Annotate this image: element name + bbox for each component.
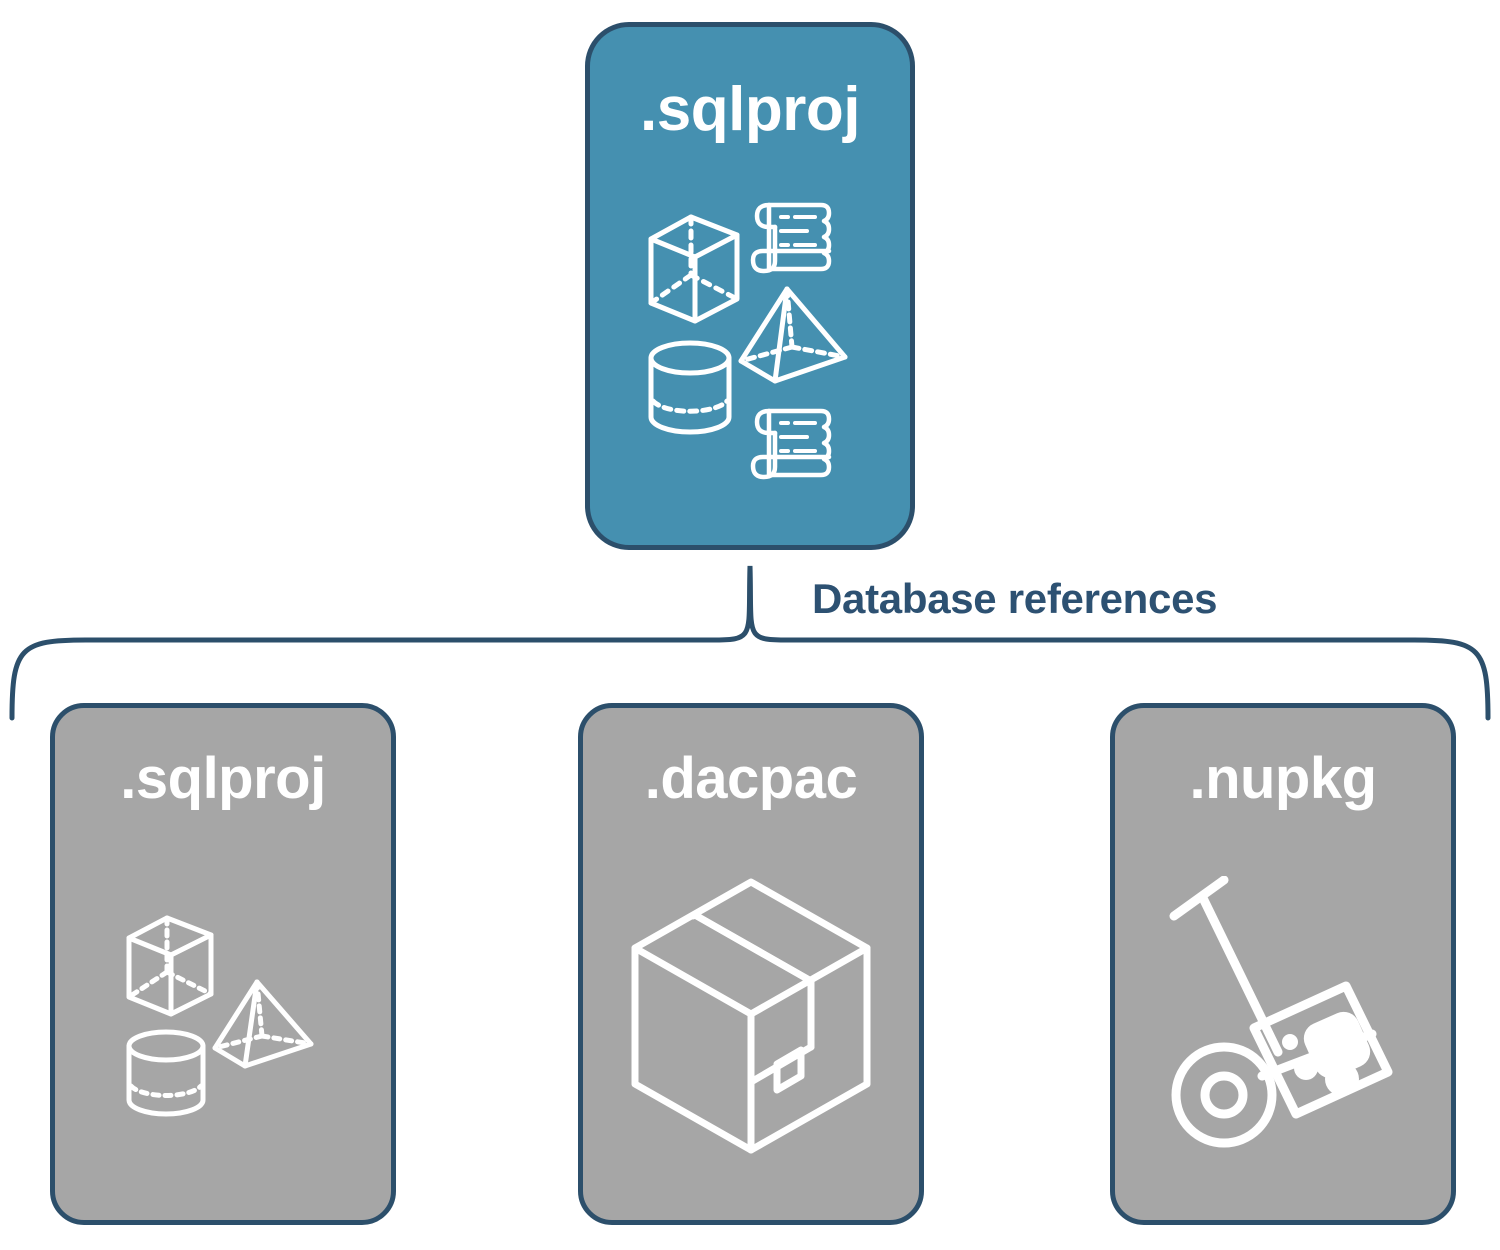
node-child-dacpac-artwork [583, 812, 919, 1220]
cylinder-icon [126, 1029, 206, 1117]
cylinder-icon [648, 340, 732, 435]
node-child-dacpac[interactable]: .dacpac [578, 703, 924, 1225]
scroll-icon [750, 408, 832, 480]
node-root-artwork [590, 135, 910, 545]
node-child-sqlproj-title: .sqlproj [120, 746, 326, 811]
node-root-sqlproj[interactable]: .sqlproj [585, 22, 915, 550]
node-child-nupkg-title: .nupkg [1189, 746, 1377, 811]
node-child-nupkg-artwork [1115, 812, 1451, 1220]
child-sqlproj-icon-group [126, 915, 314, 1117]
node-child-sqlproj[interactable]: .sqlproj [50, 703, 396, 1225]
node-child-dacpac-title: .dacpac [644, 746, 858, 811]
scroll-icon [750, 202, 832, 274]
root-icon-group [648, 202, 848, 480]
cube-icon [648, 214, 740, 324]
package-box-icon [631, 878, 871, 1154]
pyramid-icon [738, 286, 848, 384]
connector-label: Database references [812, 575, 1218, 622]
node-child-nupkg[interactable]: .nupkg [1110, 703, 1456, 1225]
cube-icon [126, 915, 214, 1017]
hand-truck-icon [1169, 876, 1393, 1148]
pyramid-icon [212, 979, 314, 1069]
node-child-sqlproj-artwork [55, 812, 391, 1220]
node-root-title: .sqlproj [640, 75, 860, 144]
database-references-brace [9, 565, 1491, 721]
